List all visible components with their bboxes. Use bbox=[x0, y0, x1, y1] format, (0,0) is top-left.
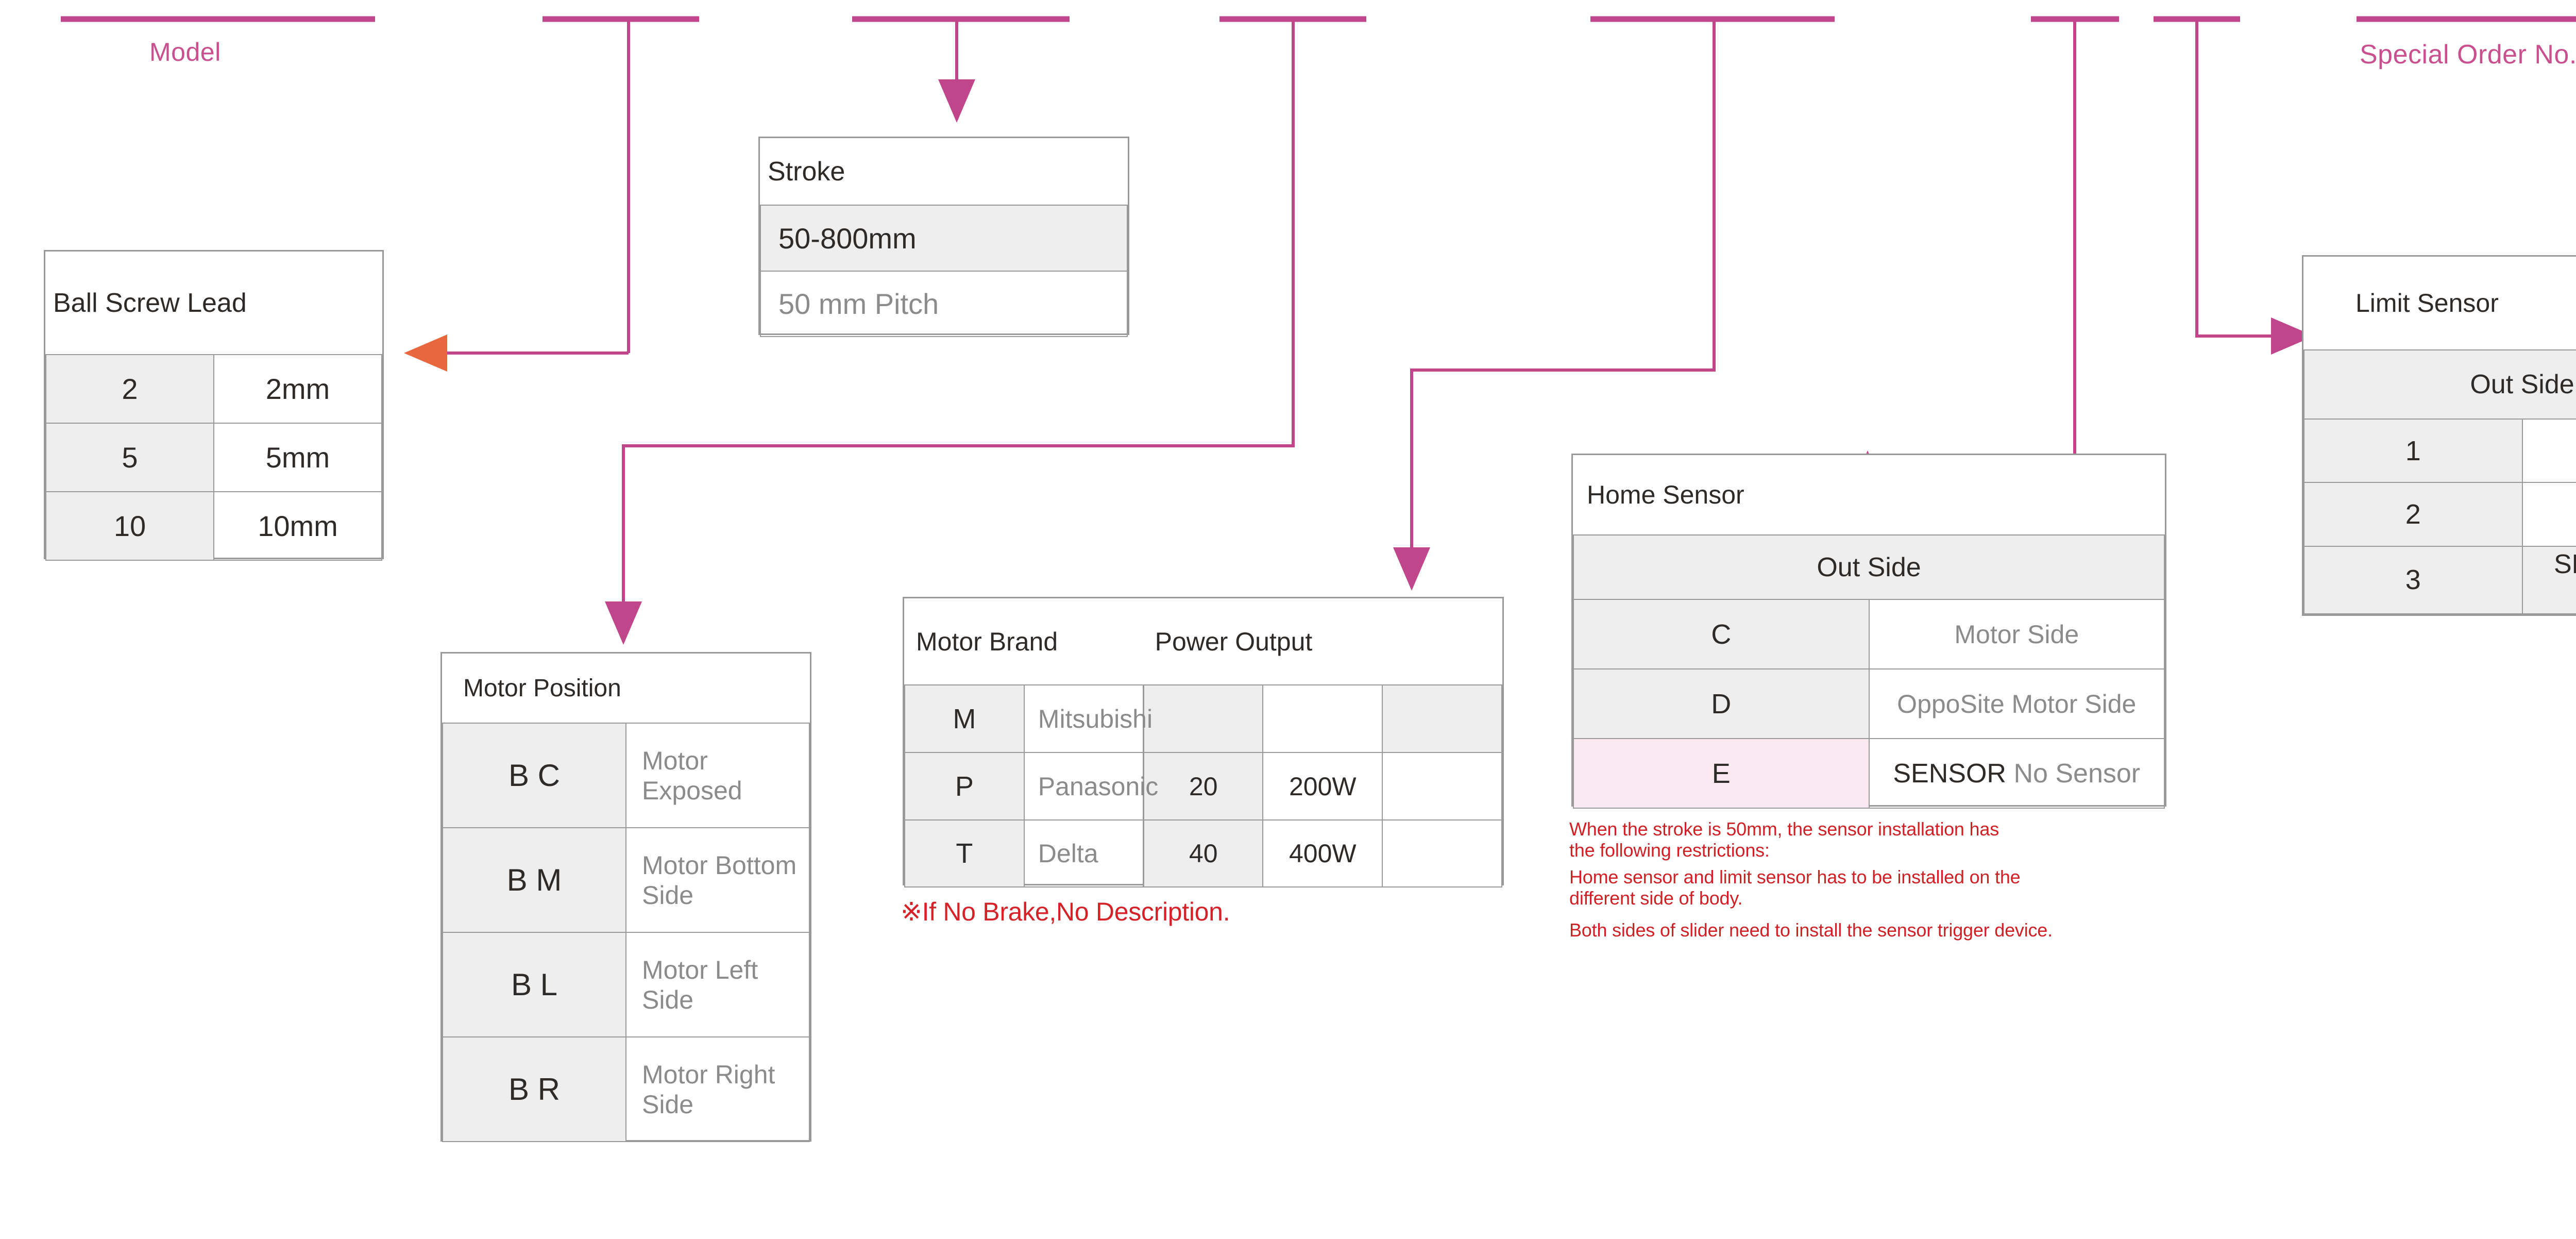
power-code-0 bbox=[1143, 684, 1264, 753]
ball-screw-lead-value-2: 10mm bbox=[213, 491, 382, 561]
stroke-pitch: 50 mm Pitch bbox=[760, 271, 1128, 337]
motor-brand-code-1: P bbox=[904, 752, 1025, 821]
table-limit-sensor: Limit Sensor Out Side 1 1 Pc 2 2 Pc 3 SE… bbox=[2302, 255, 2576, 616]
limit-sensor-value-1: 2 Pc bbox=[2521, 482, 2576, 547]
table-row: B M Motor Bottom Side bbox=[442, 827, 810, 933]
motor-position-value-2: Motor Left Side bbox=[625, 932, 810, 1037]
home-sensor-no-sensor-label: No Sensor bbox=[2013, 758, 2141, 789]
note-no-brake: ※If No Brake,No Description. bbox=[901, 897, 1230, 926]
power-value-1: 200W bbox=[1262, 752, 1383, 821]
motor-brand-name-0: Mitsubishi bbox=[1023, 684, 1153, 753]
table-row: B C Motor Exposed bbox=[442, 723, 810, 828]
table-row: 50 mm Pitch bbox=[760, 271, 1128, 337]
motor-position-code-2: B L bbox=[442, 932, 626, 1037]
table-row: P Panasonic 20 200W bbox=[904, 752, 1502, 821]
ball-screw-lead-code-0: 2 bbox=[45, 354, 214, 424]
table-row: D OppoSite Motor Side bbox=[1573, 668, 2165, 739]
home-sensor-note-1: Home sensor and limit sensor has to be i… bbox=[1569, 866, 2021, 909]
motor-brand-name-1: Panasonic bbox=[1023, 752, 1158, 821]
table-ball-screw-lead: Ball Screw Lead 2 2mm 5 5mm 10 10mm bbox=[44, 250, 384, 561]
stroke-range: 50-800mm bbox=[760, 205, 1128, 272]
ball-screw-lead-value-0: 2mm bbox=[213, 354, 382, 424]
limit-sensor-code-0: 1 bbox=[2303, 418, 2523, 483]
power-extra-cell-1 bbox=[1382, 752, 1502, 821]
home-sensor-header: Home Sensor bbox=[1573, 455, 2164, 535]
motor-position-code-1: B M bbox=[442, 827, 626, 933]
limit-sensor-value-0: 1 Pc bbox=[2521, 418, 2576, 483]
table-row: 50-800mm bbox=[760, 205, 1128, 272]
motor-position-code-3: B R bbox=[442, 1036, 626, 1142]
table-motor-position: Motor Position B C Motor Exposed B M Mot… bbox=[440, 652, 811, 1142]
table-row: T Delta 40 400W bbox=[904, 819, 1502, 888]
table-row: 2 2mm bbox=[45, 354, 382, 424]
ball-screw-lead-code-1: 5 bbox=[45, 423, 214, 492]
power-value-2: 400W bbox=[1262, 819, 1383, 888]
limit-sensor-value-2: SENSOR No Sensor bbox=[2521, 545, 2576, 615]
limit-sensor-subheader: Out Side bbox=[2303, 349, 2576, 420]
table-row: 10 10mm bbox=[45, 491, 382, 561]
motor-position-header: Motor Position bbox=[443, 654, 809, 723]
home-sensor-code-0: C bbox=[1573, 599, 1870, 669]
table-row: 1 1 Pc bbox=[2303, 418, 2576, 483]
power-extra-cell-2 bbox=[1382, 819, 1502, 888]
motor-position-value-1: Motor Bottom Side bbox=[625, 827, 810, 933]
stroke-header: Stroke bbox=[760, 138, 1127, 205]
table-row: Out Side bbox=[1573, 534, 2165, 600]
home-sensor-subheader: Out Side bbox=[1573, 534, 2165, 600]
power-value-0 bbox=[1262, 684, 1383, 753]
table-motor-brand-power: Motor Brand Power Output M Mitsubishi P … bbox=[903, 597, 1504, 888]
motor-brand-code-0: M bbox=[904, 684, 1025, 753]
table-stroke: Stroke 50-800mm 50 mm Pitch bbox=[758, 137, 1129, 337]
home-sensor-code-2: E bbox=[1573, 738, 1870, 809]
power-code-2: 40 bbox=[1143, 819, 1264, 888]
table-row: Out Side bbox=[2303, 349, 2576, 420]
limit-sensor-header: Limit Sensor bbox=[2304, 257, 2576, 350]
power-code-1: 20 bbox=[1143, 752, 1264, 821]
home-sensor-value-2: SENSOR No Sensor bbox=[1868, 738, 2165, 809]
home-sensor-code-1: D bbox=[1573, 668, 1870, 739]
label-special-order-no: Special Order No. bbox=[2360, 40, 2576, 70]
home-sensor-value-0: Motor Side bbox=[1868, 599, 2165, 669]
home-sensor-note-2: Both sides of slider need to install the… bbox=[1569, 919, 2053, 941]
ball-screw-lead-value-1: 5mm bbox=[213, 423, 382, 492]
motor-brand-header: Motor Brand bbox=[905, 598, 1144, 685]
table-row: 2 2 Pc bbox=[2303, 482, 2576, 547]
ball-screw-lead-header: Ball Screw Lead bbox=[46, 252, 382, 355]
power-extra-cell-0 bbox=[1382, 684, 1502, 753]
home-sensor-value-1: OppoSite Motor Side bbox=[1868, 668, 2165, 739]
table-row: 5 5mm bbox=[45, 423, 382, 492]
motor-brand-name-2: Delta bbox=[1023, 819, 1145, 888]
limit-sensor-code-2: 3 bbox=[2303, 545, 2523, 615]
table-row: 3 SENSOR No Sensor bbox=[2303, 545, 2576, 615]
motor-position-value-0: Motor Exposed bbox=[625, 723, 810, 828]
table-home-sensor: Home Sensor Out Side C Motor Side D Oppo… bbox=[1571, 454, 2166, 809]
table-row: E SENSOR No Sensor bbox=[1573, 738, 2165, 809]
limit-sensor-code-1: 2 bbox=[2303, 482, 2523, 547]
label-model: Model bbox=[149, 38, 221, 66]
motor-position-value-3: Motor Right Side bbox=[625, 1036, 810, 1142]
motor-position-code-0: B C bbox=[442, 723, 626, 828]
home-sensor-note-0: When the stroke is 50mm, the sensor inst… bbox=[1569, 818, 1999, 861]
limit-sensor-sensor-label: SENSOR bbox=[2553, 549, 2576, 580]
motor-brand-code-2: T bbox=[904, 819, 1025, 888]
power-output-header: Power Output bbox=[1143, 598, 1502, 685]
home-sensor-sensor-label: SENSOR bbox=[1893, 758, 2006, 789]
table-row: B L Motor Left Side bbox=[442, 932, 810, 1037]
table-row: C Motor Side bbox=[1573, 599, 2165, 669]
table-row: M Mitsubishi bbox=[904, 684, 1502, 753]
ball-screw-lead-code-2: 10 bbox=[45, 491, 214, 561]
table-row: B R Motor Right Side bbox=[442, 1036, 810, 1142]
